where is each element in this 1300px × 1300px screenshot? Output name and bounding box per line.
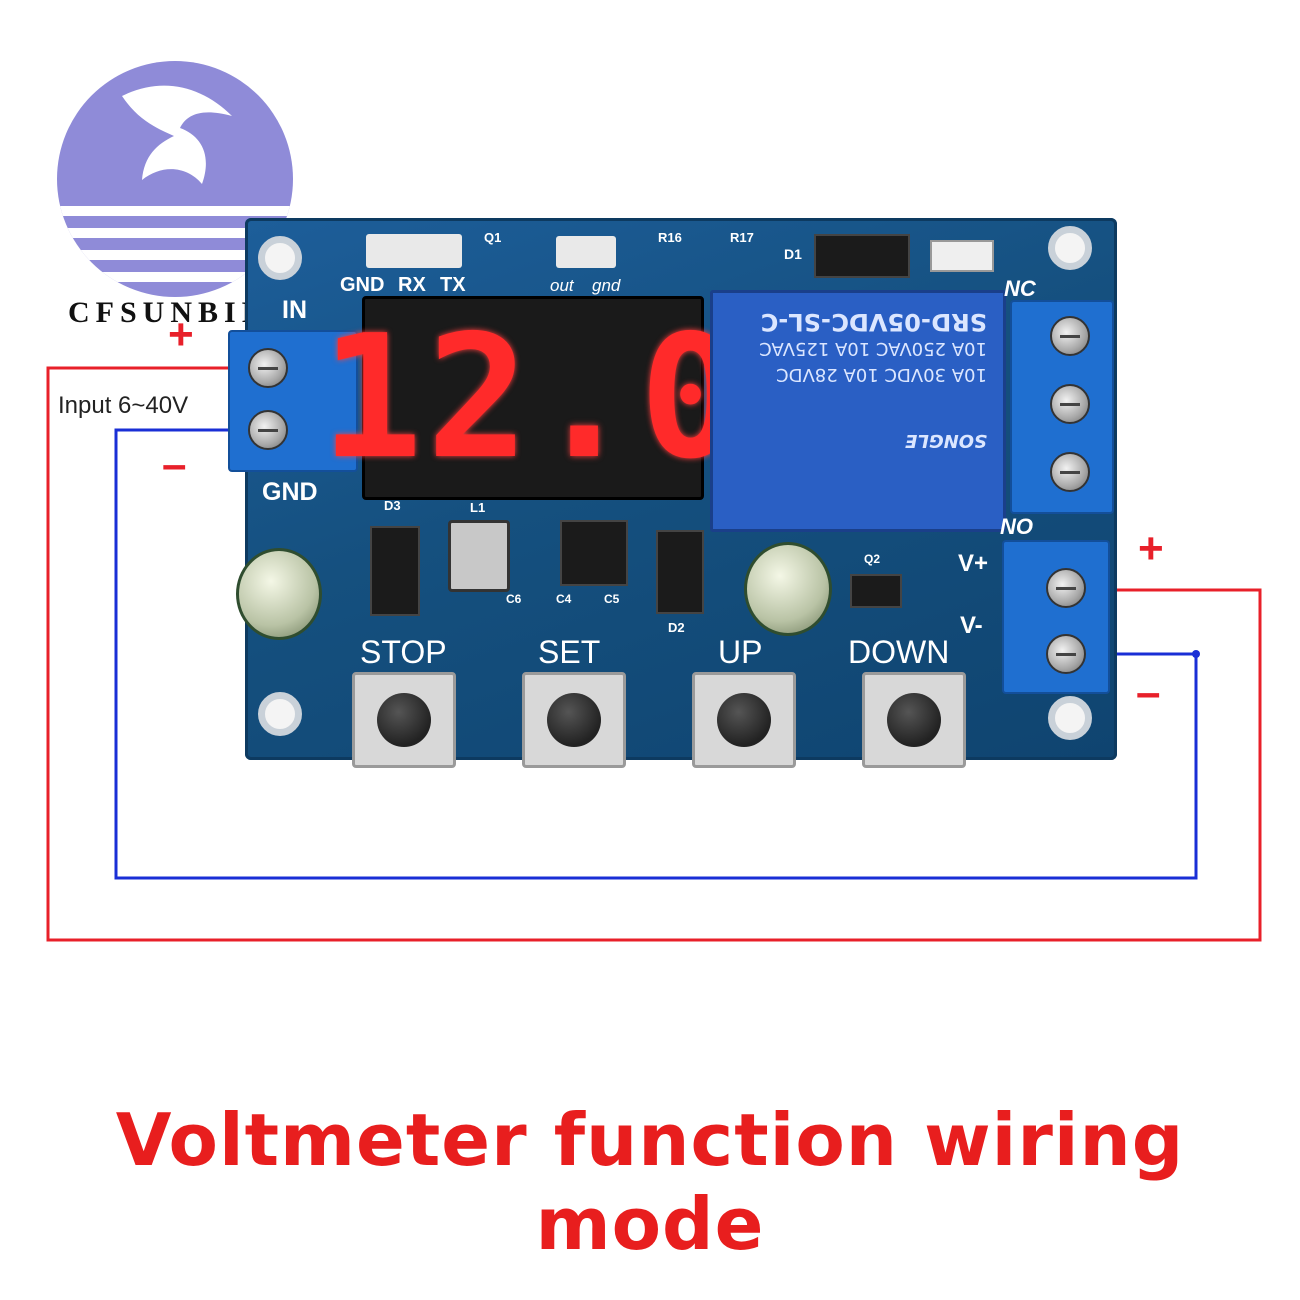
up-button[interactable]: [692, 672, 796, 768]
voltage-reading: 12.0: [320, 299, 746, 497]
output-header: [556, 236, 616, 268]
relay-screw-com: [1050, 384, 1090, 424]
input-screw-negative: [248, 410, 288, 450]
set-button[interactable]: [522, 672, 626, 768]
label-l1: L1: [470, 500, 486, 515]
label-d2: D2: [668, 620, 685, 635]
label-q2: Q2: [864, 552, 881, 566]
output-plus-sign: +: [1138, 524, 1164, 573]
label-nc: NC: [1004, 276, 1036, 301]
inductor-l1: [448, 520, 510, 592]
label-vplus: V+: [958, 550, 989, 577]
voltage-screw-negative: [1046, 634, 1086, 674]
brand-logo: [57, 61, 293, 297]
diode-d3: [370, 526, 420, 616]
label-down: DOWN: [848, 634, 950, 670]
label-set: SET: [538, 634, 601, 670]
mount-hole: [1048, 696, 1092, 740]
capacitor-right: [744, 542, 832, 636]
label-d1: D1: [784, 246, 802, 262]
label-r17: R17: [730, 230, 754, 245]
ic-chip: [560, 520, 628, 586]
junction-dot: [1192, 650, 1200, 658]
label-in: IN: [282, 296, 307, 324]
label-no: NO: [1000, 514, 1033, 539]
serial-header: [366, 234, 462, 268]
stop-button-cap: [377, 693, 431, 747]
caption: Voltmeter function wiring mode: [115, 1098, 1185, 1266]
label-c6: C6: [506, 592, 522, 606]
diode-d2: [656, 530, 704, 614]
relay-screw-nc: [1050, 316, 1090, 356]
relay-rating-ac: 10A 250VAC 10A 125VAC: [759, 338, 987, 359]
relay-screw-no: [1050, 452, 1090, 492]
input-terminal-block: [228, 330, 358, 472]
input-screw-positive: [248, 348, 288, 388]
relay-model: SRD-05VDC-SL-C: [760, 308, 987, 336]
diode-d1: [814, 234, 910, 278]
label-q1: Q1: [484, 230, 502, 245]
label-rx: RX: [398, 274, 426, 296]
down-button-cap: [887, 693, 941, 747]
label-up: UP: [718, 634, 763, 670]
relay-markings: SONGLE 10A 30VDC 10A 28VDC 10A 250VAC 10…: [713, 293, 1003, 469]
relay-brand: SONGLE: [905, 430, 987, 451]
negative-wire: [114, 428, 1198, 880]
input-plus-sign: +: [168, 310, 194, 359]
input-minus-sign: –: [162, 440, 187, 489]
input-voltage-label: Input 6~40V: [58, 392, 189, 419]
transistor-q2: [850, 574, 902, 608]
label-d3: D3: [384, 498, 401, 513]
mount-hole: [258, 236, 302, 280]
mount-hole: [258, 692, 302, 736]
label-c4: C4: [556, 592, 572, 606]
label-gnd-out: gnd: [592, 276, 621, 295]
label-tx: TX: [440, 274, 466, 296]
capacitor-left: [236, 548, 322, 640]
label-vminus: V-: [960, 612, 983, 639]
positive-wire: [46, 366, 1262, 942]
set-button-cap: [547, 693, 601, 747]
label-gnd: GND: [262, 478, 318, 506]
label-stop: STOP: [360, 634, 447, 670]
down-button[interactable]: [862, 672, 966, 768]
label-c5: C5: [604, 592, 620, 606]
output-minus-sign: –: [1136, 668, 1161, 717]
label-out: out: [550, 276, 574, 295]
relay-rating-dc: 10A 30VDC 10A 28VDC: [776, 364, 987, 385]
led-indicator: [930, 240, 994, 272]
voltage-screw-positive: [1046, 568, 1086, 608]
up-button-cap: [717, 693, 771, 747]
mount-hole: [1048, 226, 1092, 270]
label-r16: R16: [658, 230, 682, 245]
stop-button[interactable]: [352, 672, 456, 768]
led-display: 12.0: [320, 296, 746, 500]
label-gnd-header: GND: [340, 274, 385, 296]
relay: SONGLE 10A 30VDC 10A 28VDC 10A 250VAC 10…: [710, 290, 1006, 532]
